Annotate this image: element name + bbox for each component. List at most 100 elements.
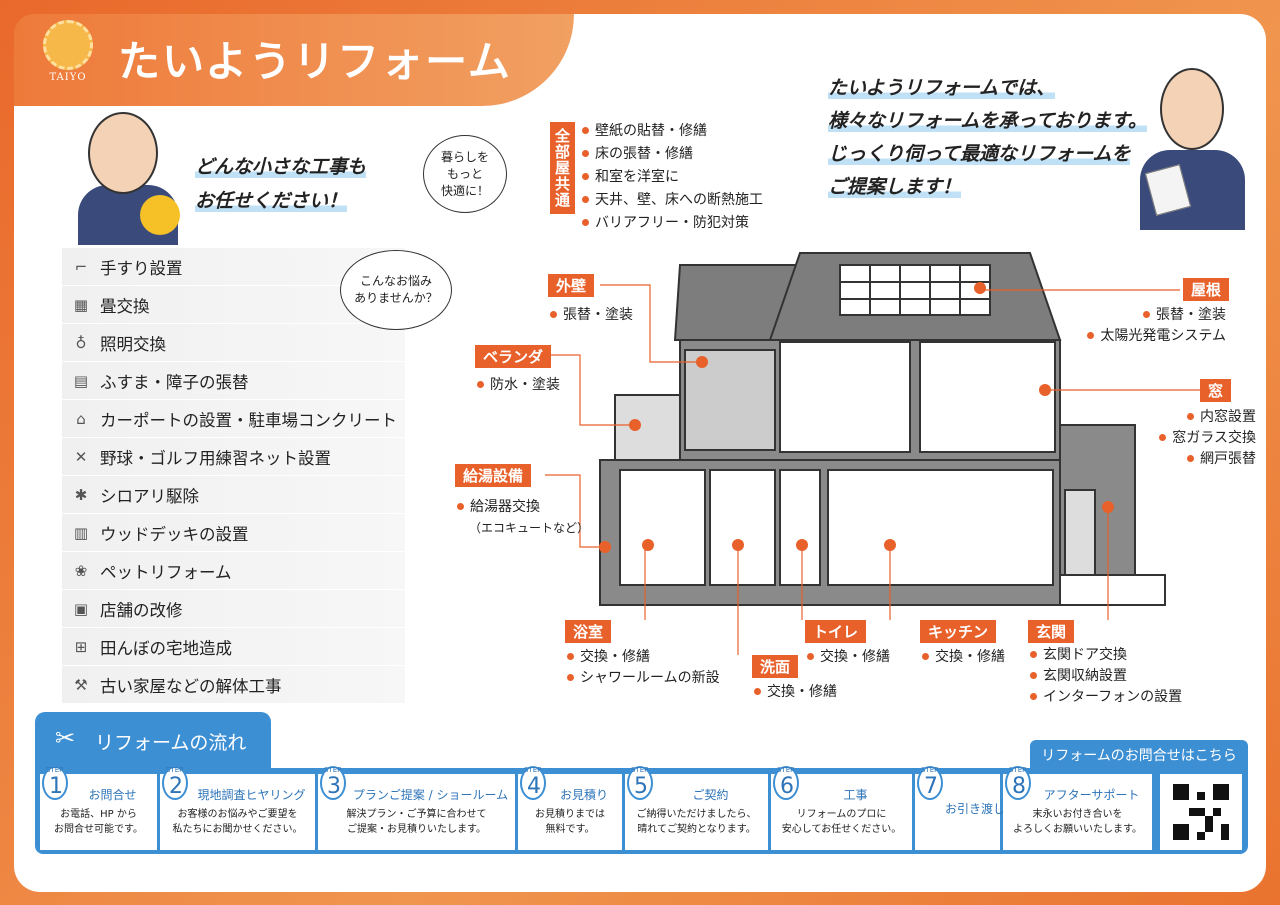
room-master	[919, 341, 1056, 453]
step-title: プランご提案 / ショールーム	[352, 788, 509, 802]
house-illustration	[599, 252, 1166, 606]
callout-item: シャワールームの新設	[567, 668, 720, 689]
label-window: 窓	[1200, 379, 1232, 402]
catch-line: たいようリフォームでは、	[828, 77, 1056, 99]
service-label: 手すり設置	[100, 258, 183, 278]
catch-line: どんな小さな工事も	[195, 156, 367, 178]
step-number: 2	[169, 774, 183, 799]
qr-code[interactable]	[1160, 774, 1242, 850]
shop-icon: ▣	[73, 599, 89, 618]
service-label: 畳交換	[100, 296, 150, 316]
bubble-text: もっと	[446, 166, 483, 181]
service-item: ✱シロアリ駆除	[62, 476, 405, 513]
list-all_rooms: 壁紙の貼替・修繕床の張替・修繕和室を洋室に天井、壁、床への断熱施工バリアフリー・…	[582, 120, 763, 235]
staff-face-right	[1160, 68, 1224, 150]
step-desc-line: 私たちにお聞かせください。	[172, 824, 303, 835]
callout-item: 窓ガラス交換	[1050, 428, 1256, 449]
step-description: ご納得いただけましたら、晴れてご契約となります。	[625, 807, 768, 837]
catch-line: ご提案します！	[828, 176, 962, 198]
stairs-icon: ⌐	[74, 257, 88, 276]
service-label: 照明交換	[100, 334, 166, 354]
step-number: 4	[527, 774, 541, 799]
entrance-door	[1064, 489, 1096, 591]
service-item: ⊞田んぼの宅地造成	[62, 628, 405, 665]
list-window: 内窓設置窓ガラス交換網戸張替	[1050, 407, 1256, 470]
left-catchphrase: どんな小さな工事も お任せください！	[195, 150, 367, 218]
step-desc-line: 安心してお任せください。	[781, 824, 902, 835]
step-desc-line: お客様のお悩みやご要望を	[177, 809, 298, 820]
callout-item: 網戸張替	[1050, 449, 1256, 470]
page-title: たいようリフォーム	[118, 37, 512, 86]
entrance-steps	[1059, 574, 1166, 606]
step-desc-line: お問合せ可能です。	[54, 824, 143, 835]
list-veranda: 防水・塗装	[477, 375, 560, 396]
callout-item: 交換・修繕	[754, 682, 837, 703]
bubble-text: 快適に！	[440, 183, 489, 198]
service-label: 野球・ゴルフ用練習ネット設置	[100, 448, 331, 468]
step-title: お見積り	[559, 788, 608, 802]
bubble-text: こんなお悩み	[359, 274, 432, 288]
callout-item: 交換・修繕	[922, 647, 1005, 668]
step-desc-line: 晴れてご契約となります。	[637, 824, 756, 835]
step-title: ご契約	[692, 788, 729, 802]
callout-item: 張替・塗装	[550, 305, 633, 326]
callout-item: 防水・塗装	[477, 375, 560, 396]
callout-item: 床の張替・修繕	[582, 143, 763, 166]
service-item: ♁照明交換	[62, 324, 405, 361]
step-desc-line: ご提案・お見積りいたします。	[347, 824, 486, 835]
label-roof: 屋根	[1183, 278, 1230, 301]
label-toilet: トイレ	[805, 620, 867, 643]
step-desc-line: お見積りまでは	[535, 809, 605, 820]
step-number: 7	[924, 774, 938, 799]
callout-item: 太陽光発電システム	[1020, 326, 1226, 347]
termite-icon: ✱	[74, 485, 88, 504]
step-word: STEP	[631, 766, 649, 774]
solar-panel	[839, 264, 991, 316]
list-roof: 張替・塗装太陽光発電システム	[1020, 305, 1226, 347]
label-kitchen: キッチン	[920, 620, 997, 643]
service-item: ✕野球・ゴルフ用練習ネット設置	[62, 438, 405, 475]
step-word: STEP	[1009, 766, 1027, 774]
service-label: ふすま・障子の張替	[100, 372, 249, 392]
callout-item: 交換・修繕	[567, 647, 720, 668]
list-water_heater: 給湯器交換（エコキュートなど）	[457, 497, 589, 539]
step-title: お引き渡し	[945, 802, 1006, 816]
service-label: ウッドデッキの設置	[100, 524, 249, 544]
list-kitchen: 交換・修繕	[922, 647, 1005, 668]
callout-item: 壁紙の貼替・修繕	[582, 120, 763, 143]
callout-item: インターフォンの設置	[1030, 687, 1182, 708]
list-toilet: 交換・修繕	[807, 647, 890, 668]
step-word: STEP	[777, 766, 795, 774]
step-word: STEP	[324, 766, 342, 774]
header-banner	[14, 14, 574, 106]
step-description: お電話、HP からお問合せ可能です。	[40, 807, 157, 837]
label-washroom: 洗面	[752, 655, 799, 678]
step-title: お問合せ	[88, 788, 137, 802]
service-item: ⚒古い家屋などの解体工事	[62, 666, 405, 703]
room-living	[827, 469, 1054, 586]
step-desc-line: 末永いお付き合いを	[1032, 809, 1123, 820]
demolition-icon: ⚒	[74, 675, 88, 694]
step-description: 解決プラン・ご予算に合わせてご提案・お見積りいたします。	[318, 807, 515, 837]
step-desc-line: 解決プラン・ご予算に合わせて	[346, 809, 487, 820]
room-bath	[619, 469, 706, 586]
right-catchphrase: たいようリフォームでは、 様々なリフォームを承っております。 じっくり伺って最適…	[828, 72, 1148, 204]
list-washroom: 交換・修繕	[754, 682, 837, 703]
tools-icon: ✂	[55, 724, 76, 752]
service-label: 店舗の改修	[100, 600, 183, 620]
label-exterior: 外壁	[548, 274, 595, 297]
speech-bubble-comfort: 暮らしをもっと快適に！	[423, 135, 507, 213]
step-desc-line: よろしくお願いいたします。	[1013, 824, 1142, 835]
step-desc-line: リフォームのプロに	[796, 809, 887, 820]
